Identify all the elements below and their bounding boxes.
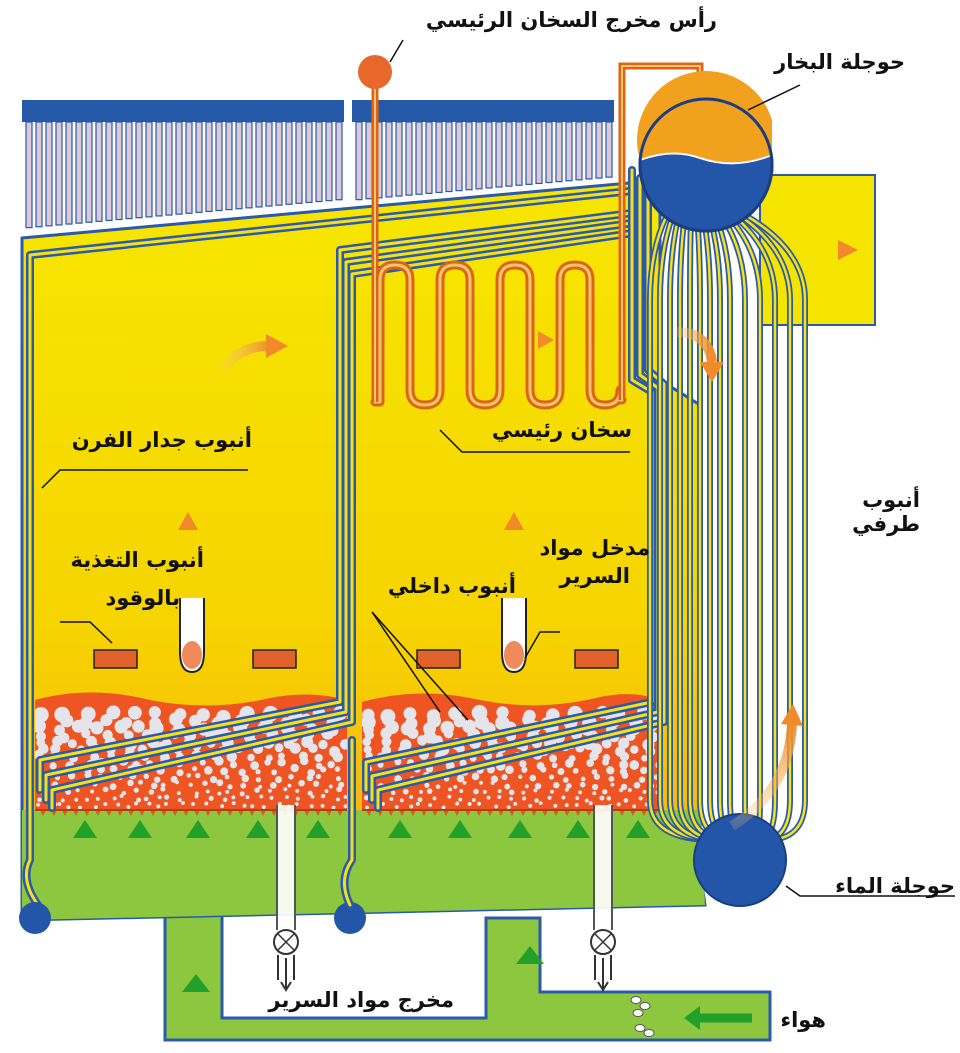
label-inner-tube: أنبوب داخلي (387, 574, 516, 598)
fin-bank-left (22, 100, 344, 122)
label-side-tube-1: أنبوب (862, 488, 920, 512)
main-heater (370, 260, 627, 410)
fuel-feeder-1 (93, 649, 138, 669)
steam-drum (637, 71, 774, 233)
bed-inlet-pipe-right (501, 598, 527, 674)
label-water-drum: حوجلة الماء (835, 874, 955, 898)
label-air: هواء (780, 1008, 826, 1032)
label-side-tube-2: طرفي (852, 512, 920, 536)
furnace-wall-tube (22, 186, 644, 909)
label-fuel-feed-2: بالوقود (105, 586, 180, 610)
fin-bank-right (352, 100, 614, 122)
label-fuel-feed-1: أنبوب التغذية (70, 548, 205, 572)
bed-outlet-pipe-right (590, 805, 616, 992)
label-bed-inlet-1: مدخل مواد (539, 536, 650, 560)
bed-outlet-pipe-left (273, 805, 299, 992)
fuel-feed-pipe-left (179, 598, 205, 674)
distributor-nozzles (40, 810, 658, 816)
label-bed-outlet: مخرج مواد السرير (268, 988, 454, 1012)
label-main-outlet-header: رأس مخرج السخان الرئيسي (425, 8, 717, 32)
left-header-drum-1 (19, 902, 51, 934)
flow-arrows (178, 240, 858, 831)
fuel-feeder-2 (252, 649, 297, 669)
leader-lines (41, 39, 955, 897)
duct-air-arrows (182, 946, 752, 1030)
left-header-drum-2 (334, 902, 366, 934)
fuel-feeder-4 (574, 649, 619, 669)
label-furnace-wall-tube: أنبوب جدار الفرن (71, 428, 252, 452)
label-steam-drum: حوجلة البخار (774, 50, 905, 74)
fuel-feeder-3 (416, 649, 461, 669)
air-flow-arrows (73, 820, 650, 868)
label-bed-inlet-2: السرير (559, 564, 630, 588)
air-bubbles (630, 996, 655, 1037)
air-duct (163, 910, 772, 1042)
label-main-heater: سخان رئيسي (491, 418, 632, 442)
fins (25, 121, 613, 229)
water-drum (693, 813, 787, 907)
main-outlet-header (358, 55, 392, 89)
